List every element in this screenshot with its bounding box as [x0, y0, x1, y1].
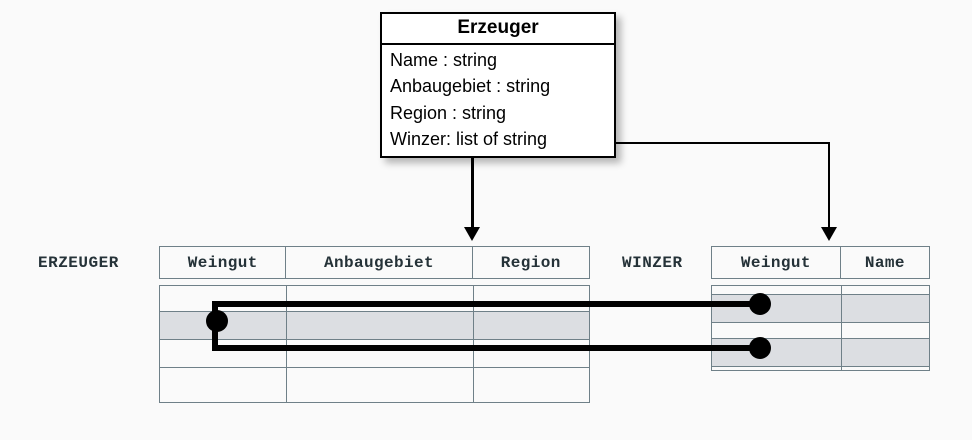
row-divider: [160, 367, 589, 368]
column-divider: [286, 286, 287, 402]
winzer-arrow-head: [821, 227, 837, 241]
column-header-name: Name: [864, 253, 905, 272]
fk-dot-winzer-row1: [749, 293, 771, 315]
row-divider: [160, 311, 589, 312]
column-header-region: Region: [500, 253, 561, 272]
table-row-highlight: [712, 294, 929, 322]
erzeuger-arrow-head: [464, 227, 480, 241]
column-divider: [473, 286, 474, 402]
uml-class-erzeuger: Erzeuger Name : string Anbaugebiet : str…: [380, 12, 616, 158]
uml-attribute-name: Name : string: [390, 49, 498, 70]
row-divider: [712, 366, 929, 367]
table-label-erzeuger: ERZEUGER: [38, 254, 119, 272]
table-body-winzer: [711, 285, 930, 371]
winzer-arrow-horizontal: [608, 142, 830, 144]
uml-attribute-region: Region : string: [390, 102, 507, 123]
column-header-weingut: Weingut: [712, 247, 841, 278]
column-header-weingut: Weingut: [160, 247, 287, 278]
fk-link-top-horizontal: [212, 301, 762, 307]
fk-dot-winzer-row3: [749, 337, 771, 359]
row-divider: [712, 338, 929, 339]
table-header-winzer: Weingut Name: [711, 246, 930, 279]
row-divider: [160, 339, 589, 340]
row-divider: [712, 294, 929, 295]
column-divider: [841, 286, 842, 370]
table-label-winzer: WINZER: [622, 254, 683, 272]
erzeuger-arrow-shaft: [471, 157, 474, 229]
table-row-highlight: [712, 338, 929, 366]
fk-link-bottom-horizontal: [212, 345, 762, 351]
uml-attribute-anbaugebiet: Anbaugebiet : string: [390, 76, 551, 97]
fk-dot-erzeuger: [206, 310, 228, 332]
uml-attribute-list: Name : string Anbaugebiet : string Regio…: [382, 45, 614, 156]
winzer-arrow-shaft: [828, 142, 830, 230]
column-header-anbaugebiet: Anbaugebiet: [286, 247, 473, 278]
table-header-erzeuger: Weingut Anbaugebiet Region: [159, 246, 590, 279]
row-divider: [712, 322, 929, 323]
table-row-highlight: [160, 311, 589, 339]
uml-class-name: Erzeuger: [382, 14, 614, 45]
uml-attribute-winzer: Winzer: list of string: [390, 129, 548, 150]
